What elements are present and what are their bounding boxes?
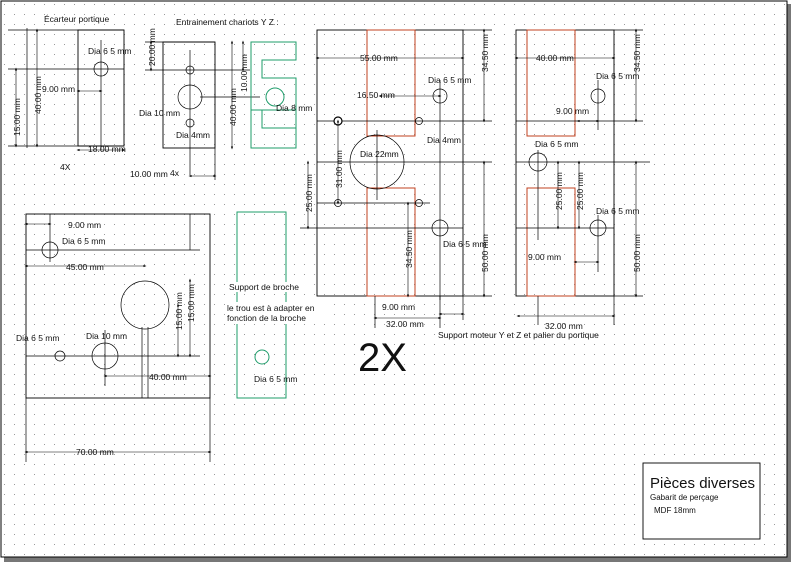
moteur-3450mm: 34.50 mm [404,230,414,268]
palier-red-bottom [526,187,576,297]
plaque-part: 9.00 mm Dia 6 5 mm 45.00 mm 15.00 mm 15.… [16,213,212,462]
moteur-32mm: 32.00 mm [386,319,424,329]
support-broche-note-2: fonction de la broche [227,313,306,323]
moteur-hole-4-right [415,117,423,125]
support-moteur-title: Support moteur Y et Z et palier du porti… [438,330,599,340]
palier-40mm: 40.00 mm [536,53,574,63]
support-broche-note-1: le trou est à adapter en [227,303,315,313]
palier-red-top [526,29,576,137]
moteur-dia-top: Dia 6 5 mm [428,75,471,85]
entrainement-title: Entrainement chariots Y Z : [176,17,279,27]
title-block-frame [642,462,761,540]
support-broche-dia: Dia 6 5 mm [254,374,297,384]
entrainement-green-slot [251,109,297,129]
support-broche-note-bg [225,302,325,324]
palier-dia-c: Dia 6 5 mm [596,206,639,216]
moteur-31mm: 31.00 mm [334,150,344,188]
title-block-line2: MDF 18mm [654,506,696,515]
moteur-9mm: 9.00 mm [382,302,415,312]
palier-32mm: 32.00 mm [545,321,583,331]
entrainement-chariots-part: Entrainement chariots Y Z : 20.00 mm Dia… [130,17,312,180]
entrainement-40mm: 40.00 mm [228,88,238,126]
support-broche-hole [254,349,270,365]
palier-9mm-b: 9.00 mm [528,252,561,262]
plaque-40mm: 40.00 mm [149,372,187,382]
ecarteur-portique-part: Écarteur portique Dia 6 5 mm 9.00 mm 15.… [8,14,131,172]
entrainement-dia10: Dia 10 mm [139,108,180,118]
title-block-title: Pièces diverses [650,475,755,492]
moteur-dia22: Dia 22mm [360,149,399,159]
title-block-line1: Gabarit de perçage [650,493,719,502]
plaque-large-hole [120,280,170,330]
palier-25mm-b: 25.00 mm [575,172,585,210]
plaque-9mm: 9.00 mm [68,220,101,230]
moteur-dia-bot: Dia 6 5 mm [443,239,486,249]
palier-dia-b: Dia 6 5 mm [535,139,578,149]
entrainement-green-hole [265,87,285,107]
plaque-outline [25,213,211,399]
title-block: Pièces diverses Gabarit de perçage MDF 1… [642,462,761,540]
moteur-1650mm: 16.50 mm [357,90,395,100]
palier-portique-part: 40.00 mm 34.50 mm Dia 6 5 mm 9.00 mm Dia… [514,28,650,331]
support-broche-part: Support de broche le trou est à adapter … [225,211,325,399]
moteur-dia4: Dia 4mm [427,135,461,145]
plaque-70mm: 70.00 mm [76,447,114,457]
entrainement-10mm-v: 10.00 mm [239,54,249,92]
ecarteur-9mm: 9.00 mm [42,84,75,94]
entrainement-10mm-h: 10.00 mm [130,169,168,179]
palier-dia-a: Dia 6 5 mm [596,71,639,81]
palier-50mm: 50.00 mm [632,234,642,272]
moteur-red-bottom [366,187,416,297]
palier-9mm-a: 9.00 mm [556,106,589,116]
ecarteur-title: Écarteur portique [44,14,109,24]
support-moteur-part: 55.00 mm 34.50 mm Dia 6 5 mm 16.50 mm Di… [300,28,599,340]
plaque-45mm: 45.00 mm [66,262,104,272]
entrainement-dia8: Dia 8 mm [276,103,312,113]
palier-3450mm: 34.50 mm [632,34,642,72]
plaque-dia-top: Dia 6 5 mm [62,236,105,246]
ecarteur-18mm: 18.00 mm [88,144,126,154]
plaque-dia-left: Dia 6 5 mm [16,333,59,343]
moteur-red-top [366,29,416,137]
ecarteur-qty: 4X [60,162,71,172]
support-broche-title: Support de broche [229,282,299,292]
entrainement-green-outline [250,41,297,149]
multiplier-2x: 2X [358,336,407,380]
entrainement-20mm: 20.00 mm [147,28,157,66]
ecarteur-dia: Dia 6 5 mm [88,46,131,56]
moteur-55mm: 55.00 mm [360,53,398,63]
plaque-15mm-b: 15.00 mm [186,284,196,322]
palier-25mm-a: 25.00 mm [554,172,564,210]
ecarteur-15mm: 15.00 mm [12,98,22,136]
entrainement-dia4: Dia 4mm [176,130,210,140]
ecarteur-40mm: 40.00 mm [33,76,43,114]
moteur-25mm: 25.00 mm [304,174,314,212]
plaque-dia10: Dia 10 mm [86,331,127,341]
entrainement-qty: 4x [170,168,180,178]
plaque-15mm-a: 15.00 mm [174,292,184,330]
moteur-34mm: 34.50 mm [480,34,490,72]
support-broche-label-bg [228,282,306,292]
moteur-50mm: 50.00 mm [480,234,490,272]
